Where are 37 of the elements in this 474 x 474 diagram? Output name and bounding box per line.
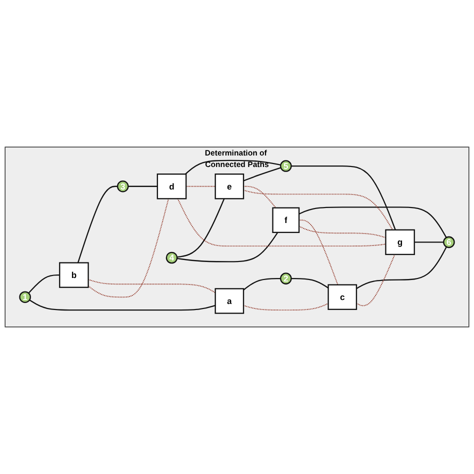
node-circle: 6 (443, 236, 455, 248)
connector (291, 278, 329, 288)
connector (176, 198, 225, 258)
node-box: e (214, 174, 244, 200)
connector (243, 302, 329, 311)
node-circle: 3 (116, 180, 129, 192)
connector (291, 165, 396, 230)
connector (298, 220, 338, 286)
connector (243, 167, 282, 182)
connector (88, 198, 170, 298)
connector (186, 186, 216, 187)
connector (243, 278, 281, 290)
node-circle: 5 (280, 160, 292, 172)
node-box: c (328, 284, 358, 310)
node-box: a (214, 288, 244, 314)
connector (185, 160, 281, 175)
connector (298, 226, 386, 238)
connector (356, 254, 396, 306)
connector (177, 198, 386, 247)
connector (298, 206, 447, 238)
connector (356, 246, 447, 290)
node-box: g (385, 229, 415, 256)
connector (414, 242, 444, 243)
connector (128, 186, 158, 187)
connector (88, 279, 216, 294)
connector (77, 186, 118, 263)
connector (28, 274, 60, 294)
node-box: f (272, 207, 300, 233)
node-box: d (156, 174, 187, 200)
node-box: b (59, 262, 89, 288)
node-circle: 4 (166, 252, 178, 264)
connector (243, 186, 276, 208)
node-circle: 2 (280, 272, 292, 284)
node-circle: 1 (19, 291, 31, 303)
connector (243, 190, 394, 230)
connector (176, 232, 278, 262)
connector (29, 300, 216, 311)
